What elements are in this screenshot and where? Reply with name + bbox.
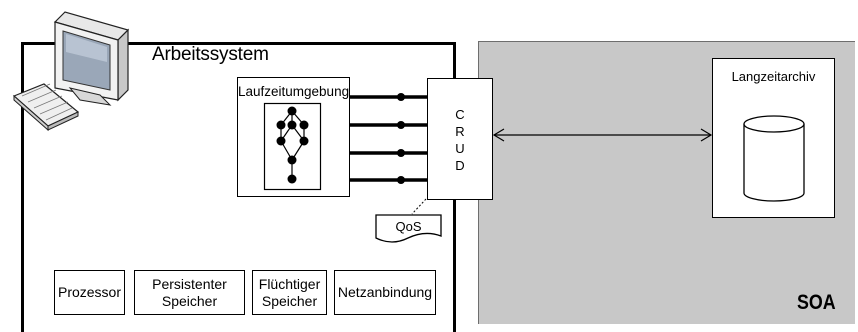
hardware-persistenter-line2: Speicher — [161, 292, 218, 309]
hardware-fluechtiger-line1: Flüchtiger — [258, 275, 321, 292]
database-cylinder-icon — [743, 115, 805, 202]
hardware-persistenter-line1: Persistenter — [152, 275, 227, 292]
hardware-prozessor-label: Prozessor — [57, 284, 122, 300]
hardware-fluechtiger-speicher: Flüchtiger Speicher — [252, 270, 327, 315]
crud-letter-u: U — [455, 141, 465, 156]
hardware-netzanbindung: Netzanbindung — [334, 270, 436, 315]
hardware-netzanbindung-label: Netzanbindung — [337, 284, 433, 300]
arbeitssystem-title: Arbeitssystem — [152, 44, 269, 65]
qos-document — [375, 214, 442, 243]
hardware-fluechtiger-line2: Speicher — [261, 292, 318, 309]
hardware-prozessor: Prozessor — [54, 270, 125, 315]
connections-layer — [263, 93, 713, 215]
crud-box: C R U D — [427, 78, 493, 200]
laufzeitumgebung-label: Laufzeitumgebung — [238, 84, 350, 99]
hardware-persistenter-speicher: Persistenter Speicher — [134, 270, 245, 315]
soa-label: SOA — [797, 291, 836, 314]
langzeitarchiv-label: Langzeitarchiv — [731, 69, 816, 84]
crud-letter-c: C — [455, 107, 465, 122]
qos-label: QoS — [395, 219, 422, 234]
crud-letter-d: D — [455, 158, 465, 173]
crud-letter-r: R — [455, 124, 465, 139]
computer-icon — [12, 11, 130, 132]
